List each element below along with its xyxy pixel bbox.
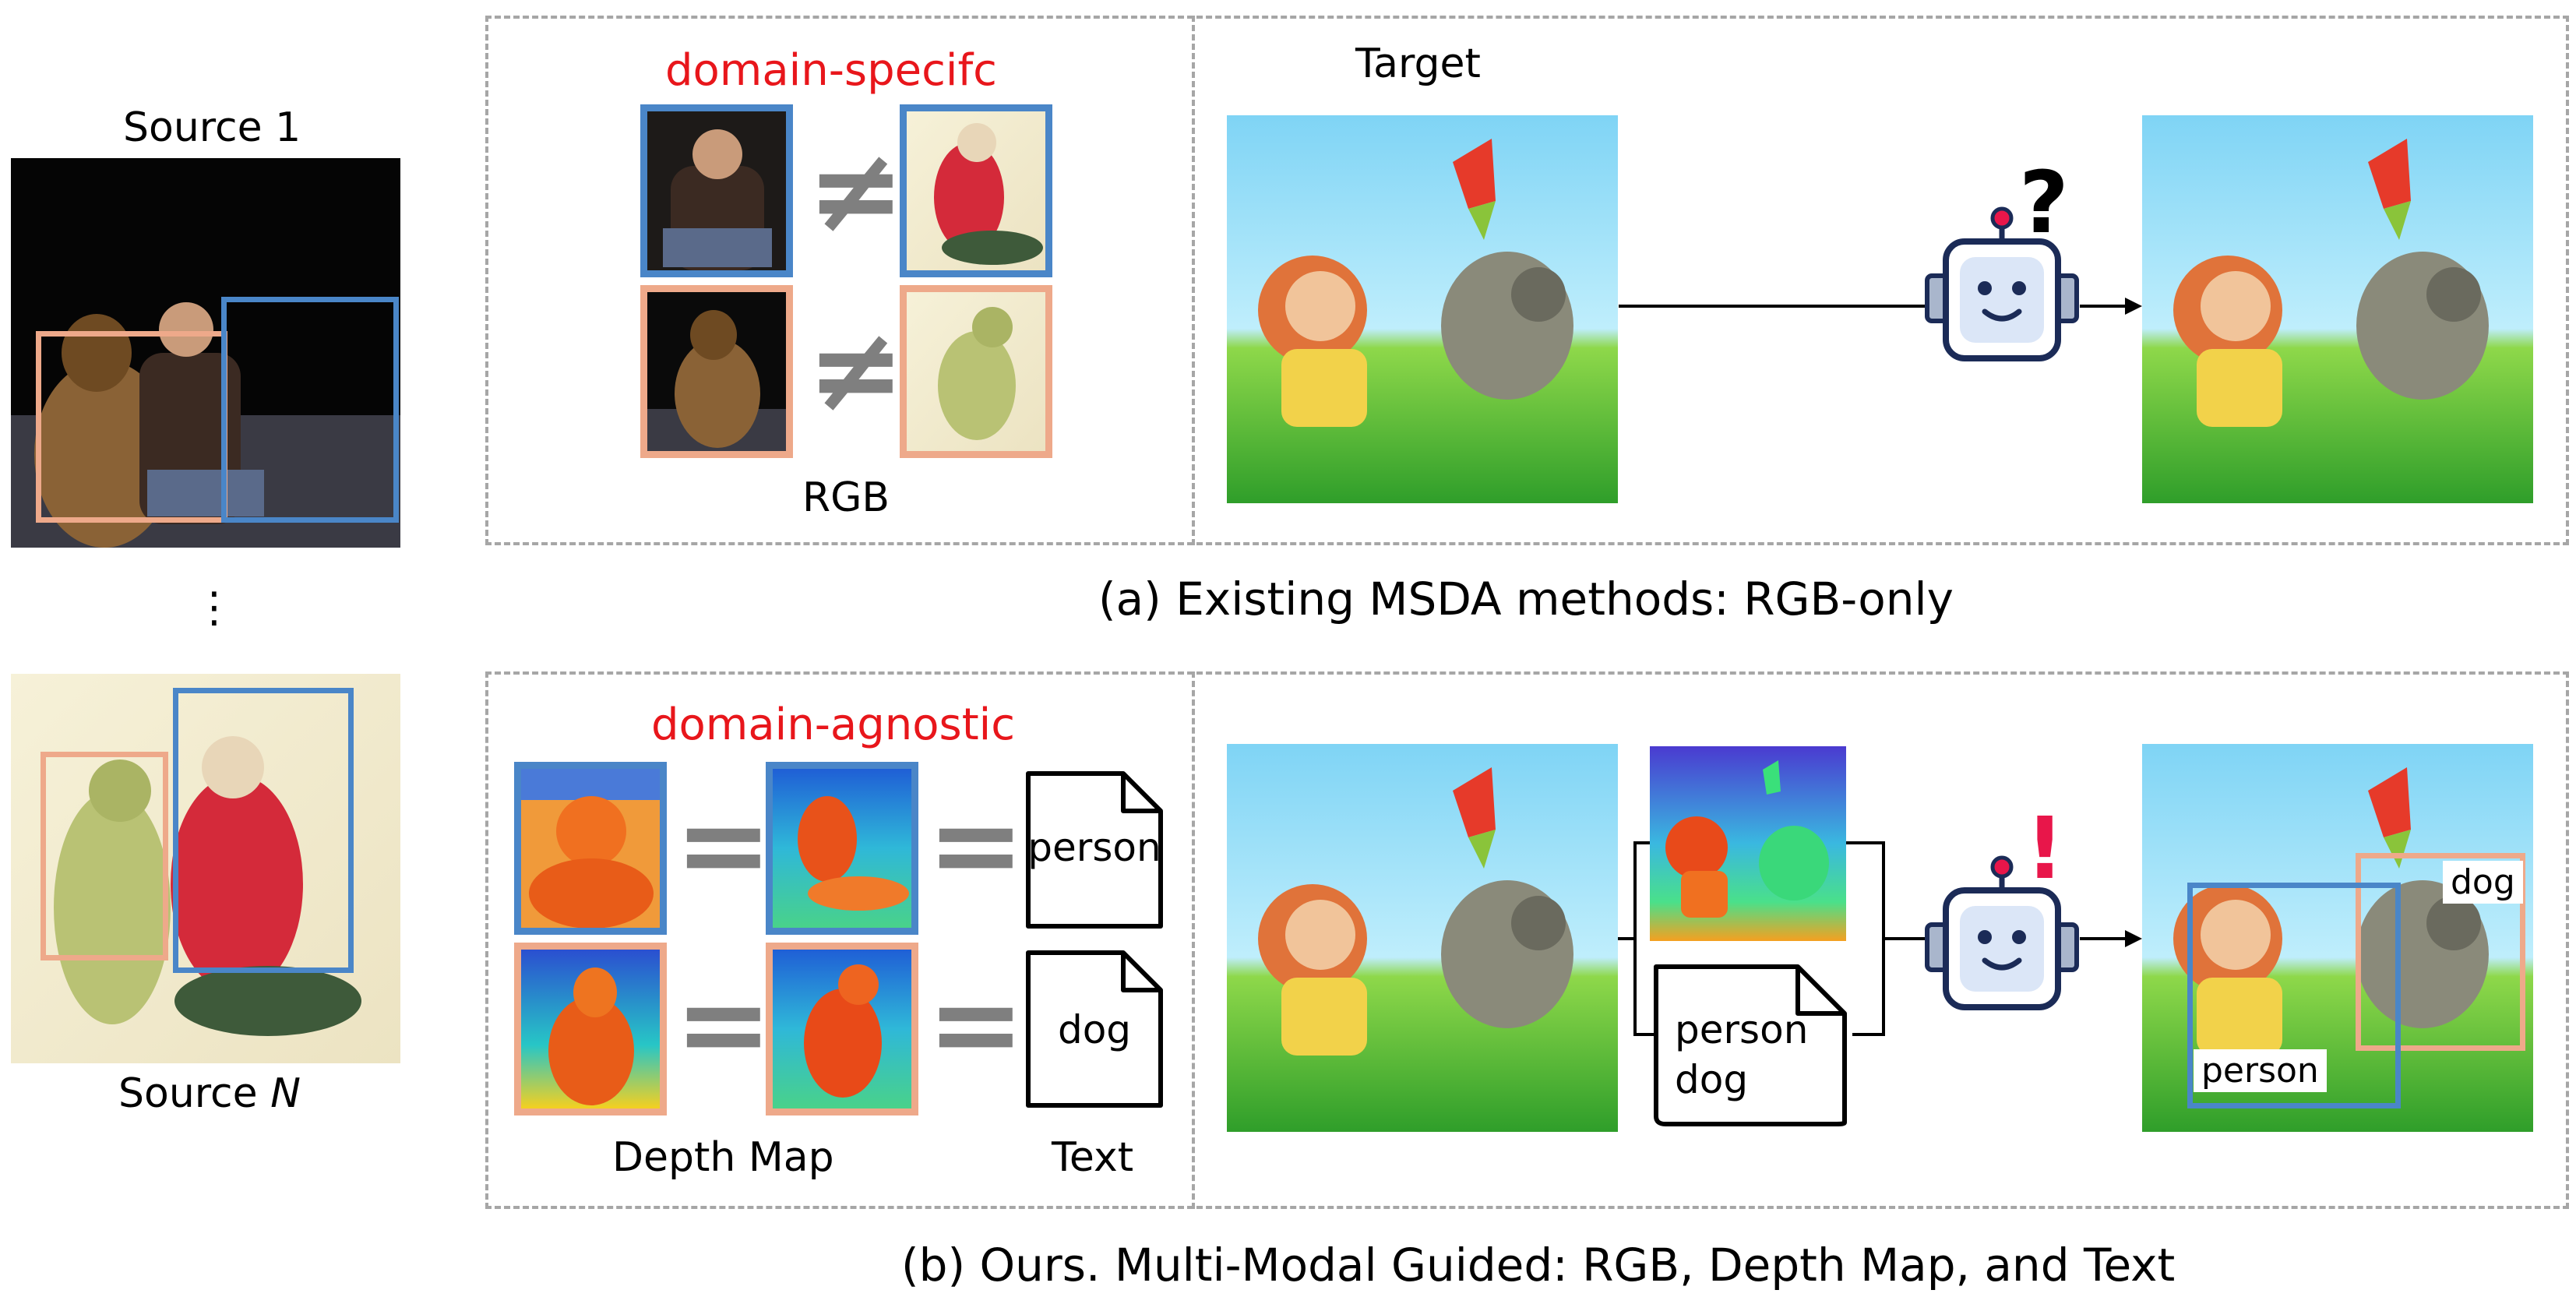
dog-bounding-box xyxy=(41,752,168,960)
depth-person-photo xyxy=(514,762,667,935)
caption-a: (a) Existing MSDA methods: RGB-only xyxy=(1098,573,1954,626)
source-n-painting xyxy=(11,674,400,1063)
equal-sign: = xyxy=(675,777,773,913)
person-bounding-box xyxy=(221,297,399,523)
panel-b-divider xyxy=(1192,671,1195,1209)
person-bounding-box xyxy=(173,688,354,973)
source-1-photo xyxy=(11,158,400,548)
target-image-output-undetected xyxy=(2142,115,2533,503)
rgb-person-painting xyxy=(900,104,1052,277)
rgb-label: RGB xyxy=(802,474,890,521)
dog-bounding-box xyxy=(2356,853,2525,1051)
rgb-person-photo xyxy=(640,104,793,277)
ellipsis: ⋮ xyxy=(193,583,235,632)
target-image-input xyxy=(1227,744,1618,1132)
domain-agnostic-heading: domain-agnostic xyxy=(651,700,1016,750)
target-label: Target xyxy=(1355,41,1481,87)
arrow-to-output xyxy=(2080,930,2142,947)
equal-sign: = xyxy=(675,957,773,1092)
rgb-dog-painting xyxy=(900,285,1052,458)
equal-sign: = xyxy=(927,957,1025,1092)
person-bounding-box xyxy=(2187,883,2401,1108)
dog-bounding-box xyxy=(36,331,227,523)
depth-person-painting xyxy=(766,762,918,935)
panel-a-frame xyxy=(485,16,2569,545)
robot-icon xyxy=(1924,853,2080,1017)
question-mark-icon: ? xyxy=(2019,153,2069,252)
text-document-person-dog: person dog xyxy=(1650,960,1851,1130)
panel-b-frame xyxy=(485,671,2569,1209)
caption-b: (b) Ours. Multi-Modal Guided: RGB, Depth… xyxy=(901,1239,2176,1292)
source-n-label: Source N xyxy=(118,1070,301,1117)
doc-combined-line2: dog xyxy=(1675,1057,1749,1102)
doc-combined-line1: person xyxy=(1675,1007,1809,1052)
depth-dog-painting xyxy=(766,943,918,1115)
panel-a-divider xyxy=(1192,16,1195,545)
not-equal-sign: ≠ xyxy=(807,302,905,438)
domain-specific-heading: domain-specifc xyxy=(665,45,997,96)
not-equal-sign: ≠ xyxy=(807,123,905,259)
depth-dog-photo xyxy=(514,943,667,1115)
doc-dog-text: dog xyxy=(1057,1007,1132,1052)
arrow-to-robot xyxy=(1619,298,1946,315)
target-depth-map xyxy=(1650,746,1846,941)
text-document-person: person xyxy=(1022,767,1167,932)
equal-sign: = xyxy=(927,777,1025,913)
target-image-input xyxy=(1227,115,1618,503)
text-label: Text xyxy=(1052,1134,1134,1181)
source-1-label: Source 1 xyxy=(123,104,301,151)
depth-map-label: Depth Map xyxy=(612,1134,834,1181)
arrow-to-output xyxy=(2080,298,2142,315)
target-image-output-detected: dog person xyxy=(2142,744,2533,1132)
rgb-dog-photo xyxy=(640,285,793,458)
exclamation-mark-icon: ! xyxy=(2025,798,2065,898)
doc-person-text: person xyxy=(1027,825,1161,870)
text-document-dog: dog xyxy=(1022,946,1167,1112)
dog-tag: dog xyxy=(2443,861,2523,904)
person-tag: person xyxy=(2194,1049,2327,1092)
robot-icon xyxy=(1924,204,2080,368)
